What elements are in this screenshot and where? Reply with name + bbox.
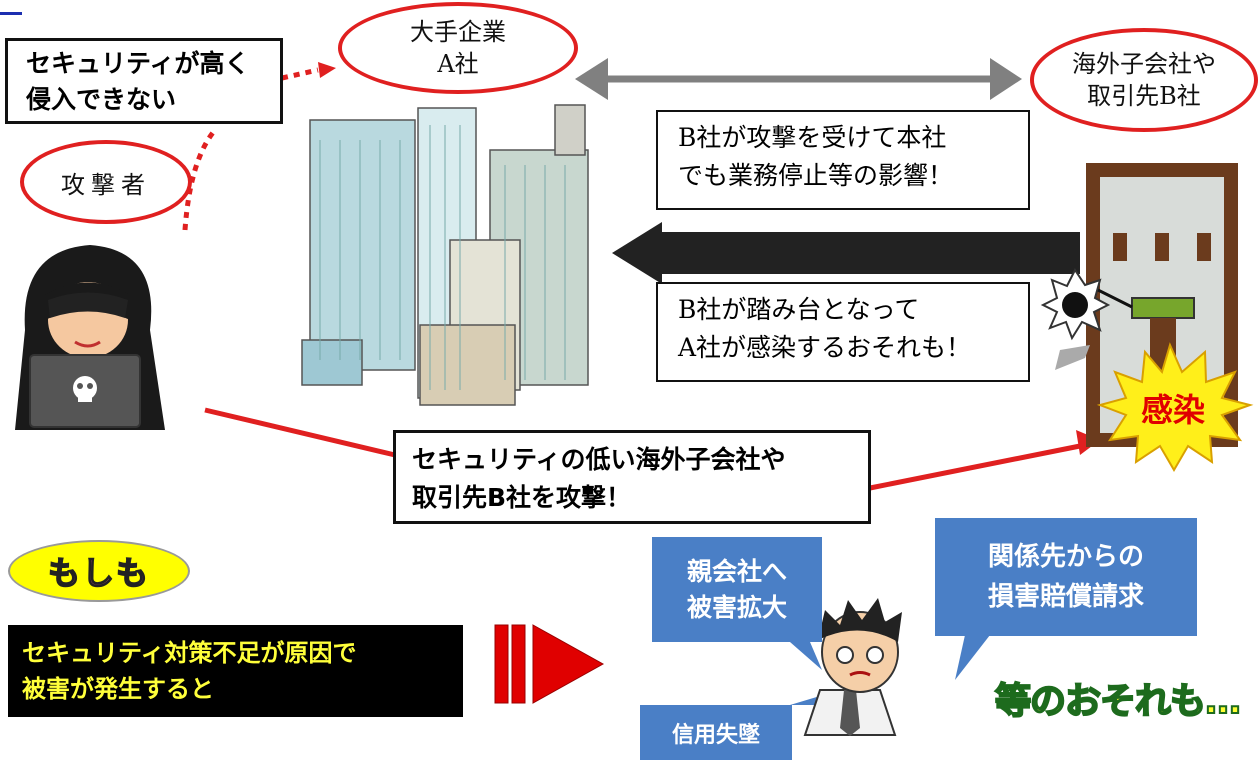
dotted-connector-attacker — [182, 128, 217, 231]
distressed-man-icon — [803, 598, 902, 736]
subsidiary-label: 海外子会社や 取引先B社 — [1030, 28, 1258, 132]
bubble-trust-loss: 信用失墜 — [640, 705, 792, 760]
security-high-box: セキュリティが高く 侵入できない — [5, 38, 283, 124]
bubble-tail-parent — [790, 642, 822, 670]
cause-banner: セキュリティ対策不足が原因で 被害が発生すると — [8, 625, 463, 717]
moshimo-badge: もしも — [8, 540, 190, 602]
closing-text: 等のおそれも… — [994, 680, 1242, 723]
hacker-icon — [15, 245, 165, 430]
stepping-stone-textbox: B社が踏み台となって A社が感染するおそれも！ — [656, 282, 1030, 382]
infection-label: 感染 — [1140, 391, 1205, 429]
infection-starburst-icon — [1096, 342, 1254, 472]
double-arrow-icon — [575, 58, 1022, 100]
impact-bomb-icon — [1040, 268, 1133, 370]
company-a-buildings-icon — [301, 104, 589, 406]
play-arrow-icon — [494, 624, 605, 704]
dotted-arrow-head — [318, 62, 336, 78]
bubble-parent-damage: 親会社へ 被害拡大 — [652, 537, 822, 642]
attack-line-end — [869, 442, 1086, 491]
black-arrow-icon — [612, 222, 1080, 284]
company-a-label: 大手企業 A社 — [338, 2, 578, 94]
attack-line — [204, 407, 396, 458]
bubble-tail-claim — [955, 635, 990, 680]
corner-mark — [0, 0, 22, 15]
impact-textbox: B社が攻撃を受けて本社 でも業務停止等の影響！ — [656, 110, 1030, 210]
attack-textbox: セキュリティの低い海外子会社や 取引先B社を攻撃！ — [393, 430, 871, 524]
dotted-connector-company — [281, 67, 319, 81]
attacker-label: 攻撃者 — [20, 140, 192, 224]
bubble-compensation-claim: 関係先からの 損害賠償請求 — [935, 518, 1197, 636]
